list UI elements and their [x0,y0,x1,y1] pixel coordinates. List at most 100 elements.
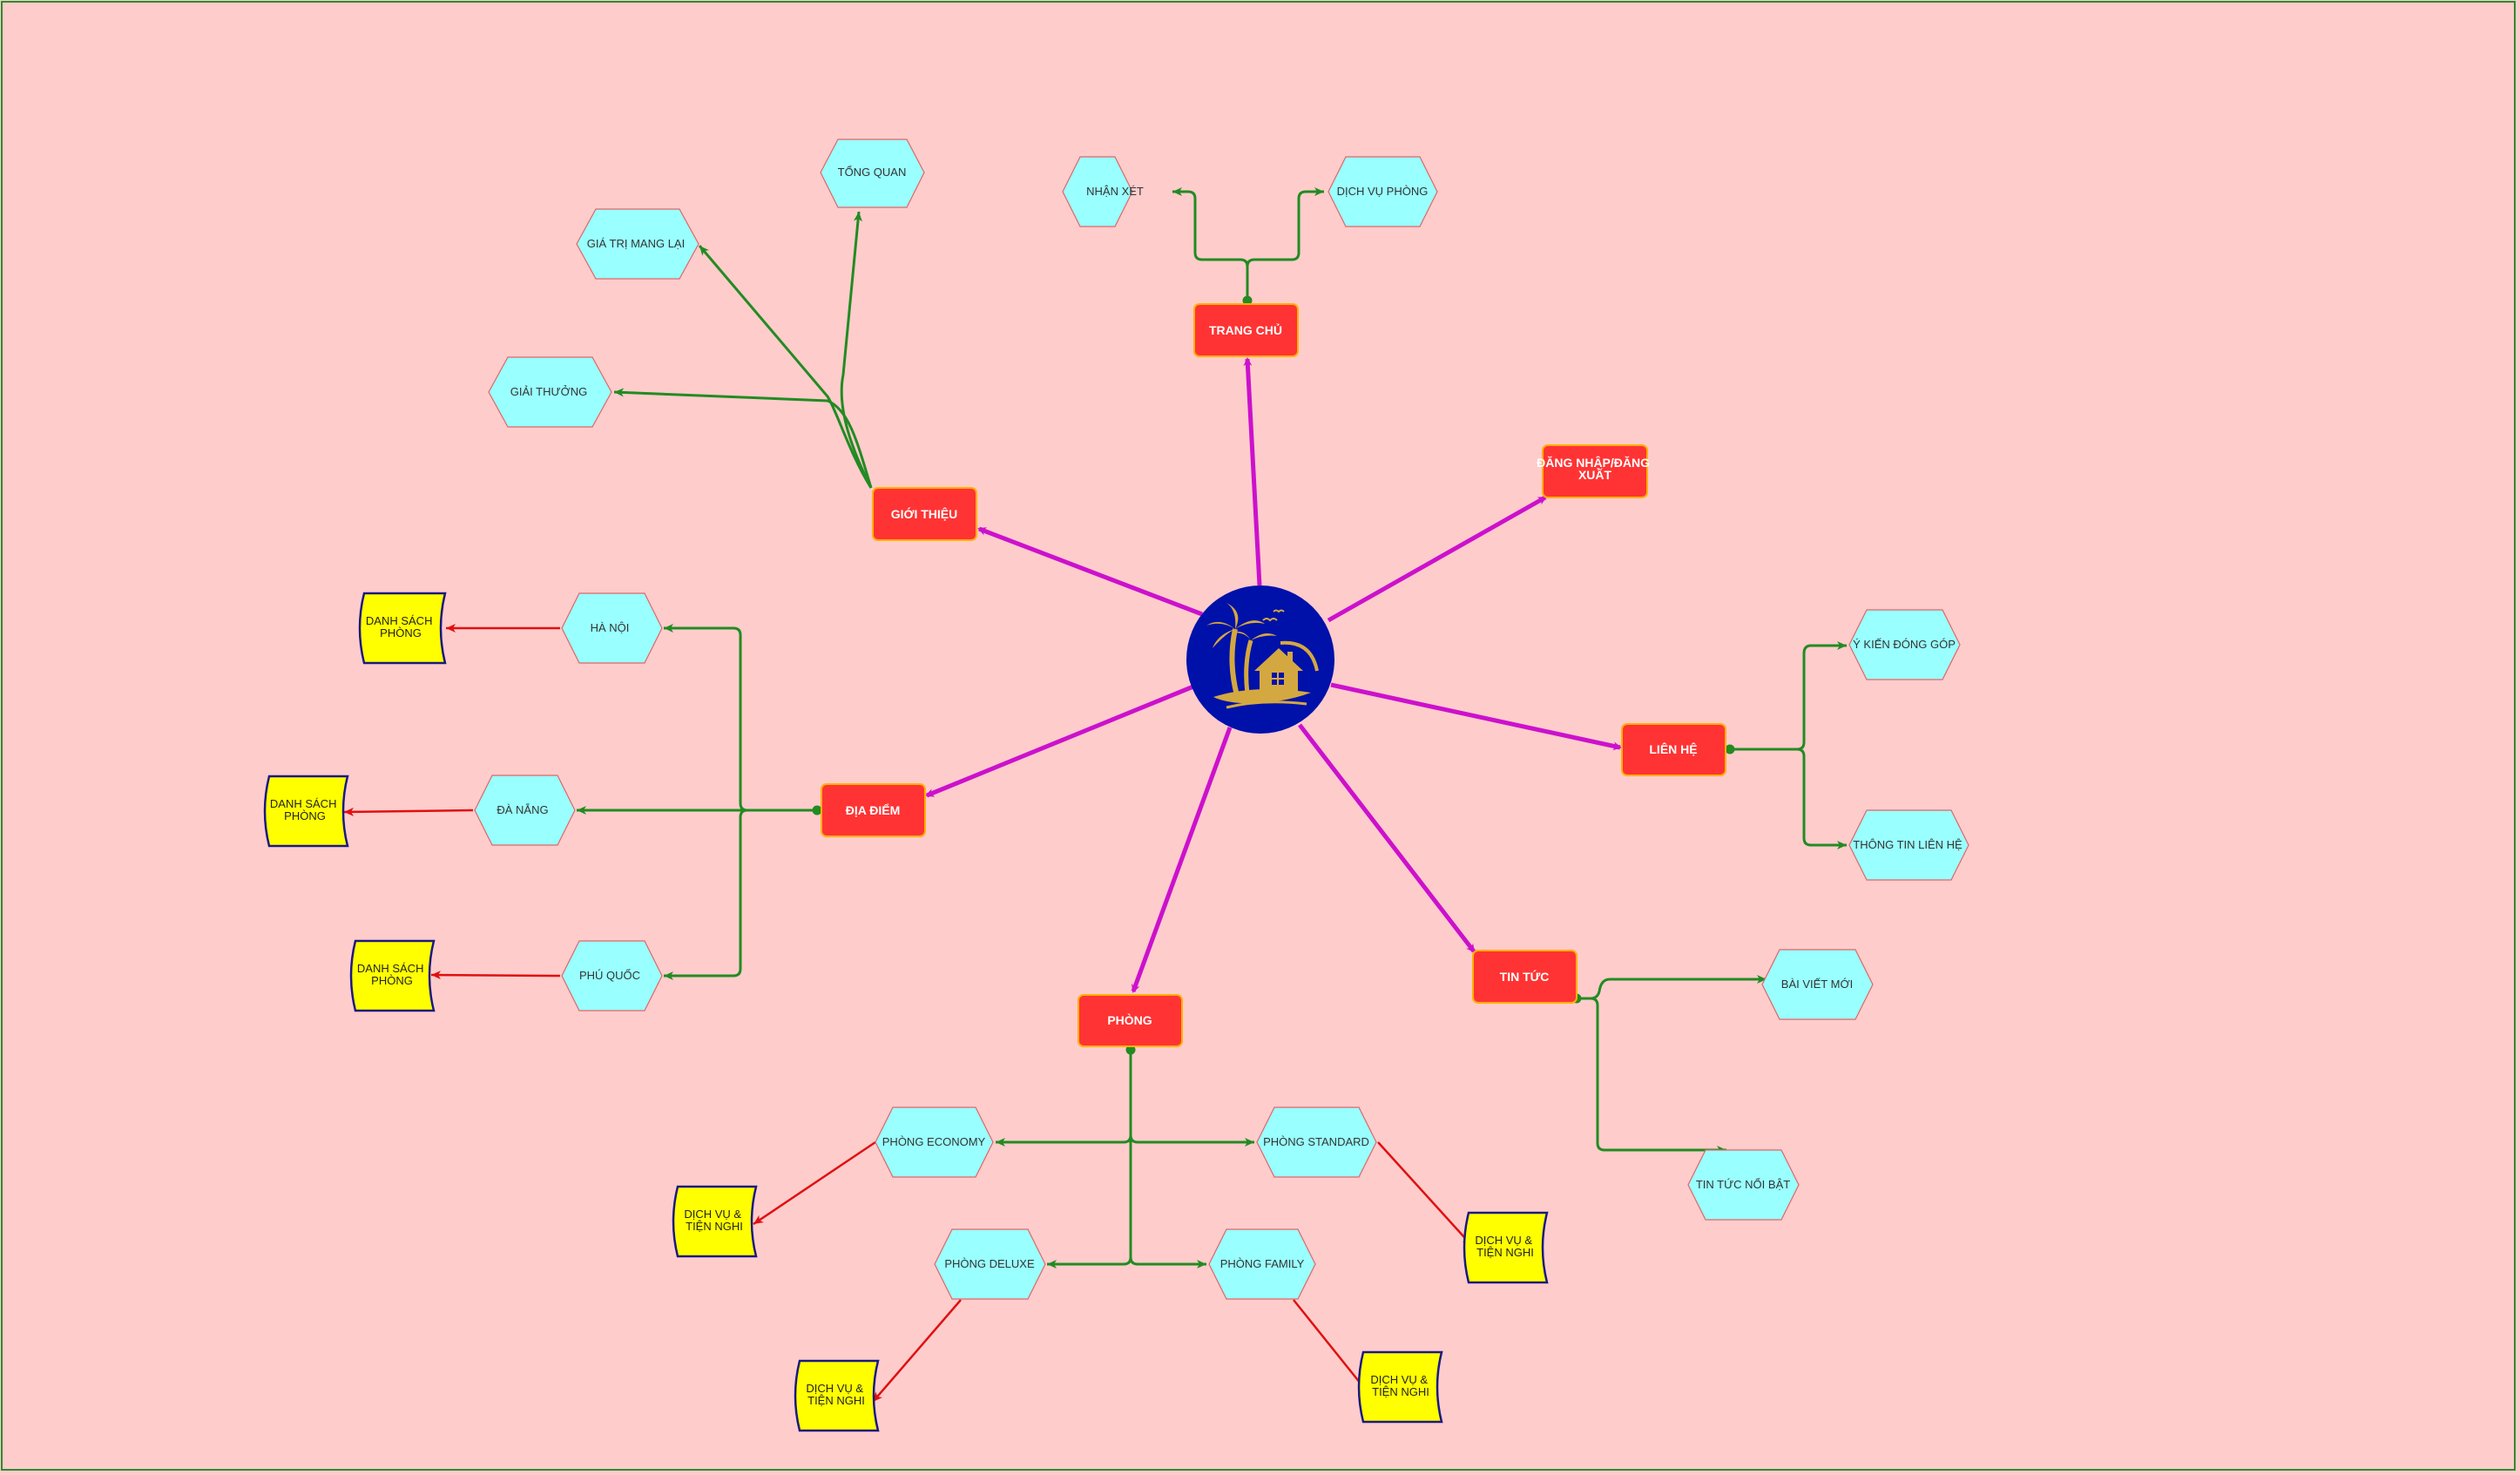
node-tin-noi-bat-label: TIN TỨC NỔI BẬT [1696,1178,1790,1191]
arrow-to-lien-he [1330,682,1622,751]
arrow-to-tin-tuc [1298,723,1476,953]
connector-gia-tri [698,245,873,489]
phong-diamond [1125,1045,1136,1055]
red-deluxe [872,1299,962,1403]
red-economy [753,1140,876,1226]
node-lien-he[interactable]: LIÊN HỆ [1621,723,1726,776]
leaf-da-nang-text: DANH SÁCH PHÒNG [270,797,340,822]
leaf-family-dich-vu[interactable]: DỊCH VỤ & TIỆN NGHI [1357,1350,1443,1424]
main-nodes: TRANG CHỦ ĐĂNG NHẬP/ĐĂNG XUẤT GIỚI THIỆU… [821,303,1726,1047]
connector-giai-thuong [613,388,873,489]
node-trang-chu[interactable]: TRANG CHỦ [1193,303,1299,357]
leaf-ha-noi-line1: DANH SÁCH [366,614,433,627]
node-ha-noi-label: HÀ NỘI [591,621,630,634]
leaf-family-line1: DỊCH VỤ & [1370,1373,1428,1386]
lien-he-diamond [1725,744,1735,754]
beach-house-palm-logo-icon [1206,603,1319,709]
green-connectors [577,187,1847,1269]
connector-family [1129,1050,1206,1269]
node-phu-quoc-label: PHÚ QUỐC [579,969,640,982]
connector-ha-noi [664,624,820,812]
center-logo[interactable] [1186,585,1334,734]
node-family[interactable]: PHÒNG FAMILY [1208,1228,1316,1300]
node-thong-tin-label: THÔNG TIN LIÊN HỆ [1853,838,1963,851]
node-giai-thuong-label: GIẢI THƯỞNG [510,385,587,398]
leaf-ha-noi-line2: PHÒNG [380,626,422,639]
arrow-to-dang-nhap [1327,495,1547,623]
leaf-ha-noi-text: DANH SÁCH PHÒNG [366,614,436,639]
node-giai-thuong[interactable]: GIẢI THƯỞNG [488,356,612,428]
leaf-da-nang-danh-sach[interactable]: DANH SÁCH PHÒNG [263,775,349,848]
node-y-kien[interactable]: Ý KIẾN ĐÓNG GÓP [1848,609,1961,680]
node-phu-quoc[interactable]: PHÚ QUỐC [561,940,663,1012]
red-da-nang [343,807,474,816]
leaf-standard-line1: DỊCH VỤ & [1475,1234,1532,1247]
node-economy[interactable]: PHÒNG ECONOMY [875,1106,994,1178]
leaf-economy-text: DỊCH VỤ & TIỆN NGHI [684,1208,744,1233]
node-da-nang-label: ĐÀ NẴNG [497,803,548,816]
node-tin-tuc-label: TIN TỨC [1500,969,1550,984]
node-deluxe[interactable]: PHÒNG DELUXE [934,1228,1046,1300]
dia-diem-diamond [812,805,822,815]
red-phu-quoc [430,971,561,980]
node-dich-vu-phong[interactable]: DỊCH VỤ PHÒNG [1328,156,1438,227]
node-dang-nhap[interactable]: ĐĂNG NHẬP/ĐĂNG XUẤT [1537,444,1653,498]
arrow-to-phong [1131,727,1233,993]
trang-chu-diamond [1242,295,1253,306]
red-family [1293,1299,1368,1393]
node-standard-label: PHÒNG STANDARD [1263,1135,1369,1148]
node-gioi-thieu[interactable]: GIỚI THIỆU [872,487,977,541]
node-family-label: PHÒNG FAMILY [1220,1257,1305,1270]
leaf-economy-dich-vu[interactable]: DỊCH VỤ & TIỆN NGHI [672,1185,758,1258]
node-deluxe-label: PHÒNG DELUXE [944,1257,1035,1270]
node-nhan-xet[interactable]: NHẬN XÉT [1062,156,1144,227]
leaf-deluxe-dich-vu[interactable]: DỊCH VỤ & TIỆN NGHI [794,1359,880,1432]
node-standard[interactable]: PHÒNG STANDARD [1256,1106,1377,1178]
node-nhan-xet-label: NHẬN XÉT [1086,185,1144,198]
arrow-to-trang-chu [1243,357,1262,586]
leaf-deluxe-line2: TIỆN NGHI [807,1394,865,1407]
connector-deluxe [1047,1050,1132,1269]
leaf-deluxe-line1: DỊCH VỤ & [806,1382,863,1395]
node-ha-noi[interactable]: HÀ NỘI [561,592,663,664]
node-da-nang[interactable]: ĐÀ NẴNG [474,775,576,846]
red-standard [1377,1141,1473,1247]
node-dang-nhap-line2: XUẤT [1578,468,1612,482]
connector-tong-quan [840,211,873,489]
node-tin-noi-bat[interactable]: TIN TỨC NỔI BẬT [1687,1149,1800,1221]
node-bai-viet[interactable]: BÀI VIẾT MỚI [1761,949,1874,1020]
node-gia-tri[interactable]: GIÁ TRỊ MANG LẠI [576,208,699,280]
leaf-ha-noi-danh-sach[interactable]: DANH SÁCH PHÒNG [358,592,447,665]
node-dang-nhap-line1: ĐĂNG NHẬP/ĐĂNG [1537,455,1650,470]
connector-tin-noi-bat [1577,997,1726,1154]
node-dia-diem-label: ĐỊA ĐIỂM [846,802,900,817]
leaf-nodes: DANH SÁCH PHÒNG DANH SÁCH PHÒNG DANH SÁC… [263,592,1549,1432]
leaf-economy-line2: TIỆN NGHI [686,1220,743,1233]
red-arrows [343,624,1473,1403]
leaf-da-nang-line2: PHÒNG [284,809,326,822]
sub-nodes: NHẬN XÉT DỊCH VỤ PHÒNG TỔNG QUAN GIÁ TRỊ… [474,139,1969,1300]
connector-phu-quoc [664,809,820,980]
leaf-da-nang-line1: DANH SÁCH [270,797,337,810]
node-dia-diem[interactable]: ĐỊA ĐIỂM [821,783,926,837]
node-bai-viet-label: BÀI VIẾT MỚI [1781,978,1853,991]
node-economy-label: PHÒNG ECONOMY [882,1135,986,1148]
node-tin-tuc[interactable]: TIN TỨC [1472,950,1578,1004]
leaf-standard-line2: TIỆN NGHI [1476,1246,1534,1259]
connector-bai-viet [1577,975,1767,1000]
leaf-phu-quoc-line1: DANH SÁCH [357,962,424,975]
arrow-to-gioi-thieu [977,526,1203,617]
node-thong-tin[interactable]: THÔNG TIN LIÊN HỆ [1848,809,1969,881]
connector-standard [1129,1050,1254,1147]
leaf-phu-quoc-text: DANH SÁCH PHÒNG [357,962,427,987]
leaf-standard-dich-vu[interactable]: DỊCH VỤ & TIỆN NGHI [1463,1211,1549,1284]
leaf-family-text: DỊCH VỤ & TIỆN NGHI [1370,1373,1430,1398]
connector-y-kien [1730,641,1847,751]
node-lien-he-label: LIÊN HỆ [1649,741,1697,756]
connector-economy [996,1050,1132,1147]
node-tong-quan[interactable]: TỔNG QUAN [820,139,925,208]
node-phong[interactable]: PHÒNG [1078,994,1183,1047]
leaf-economy-line1: DỊCH VỤ & [684,1208,741,1221]
connector-thong-tin [1730,748,1847,849]
leaf-phu-quoc-danh-sach[interactable]: DANH SÁCH PHÒNG [349,939,436,1012]
